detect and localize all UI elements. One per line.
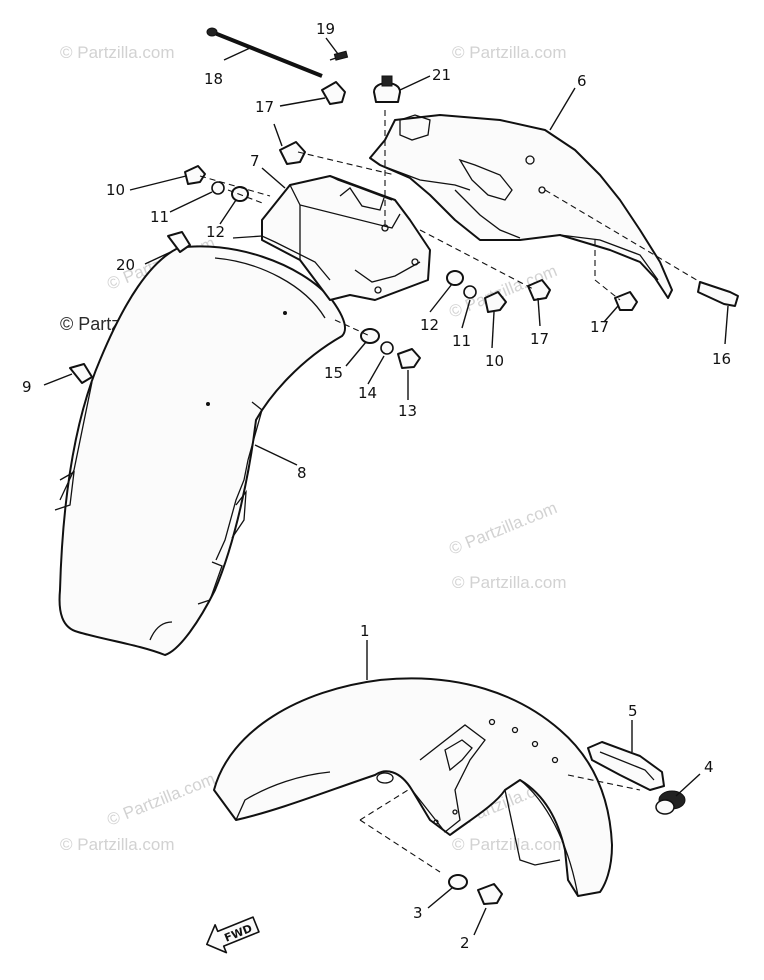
callout-12-right: 12 — [420, 316, 439, 334]
callout-21: 21 — [432, 66, 451, 84]
callout-3: 3 — [413, 904, 423, 922]
callout-8: 8 — [297, 464, 307, 482]
callout-2: 2 — [460, 934, 470, 952]
watermark: © Partzilla.com — [452, 573, 567, 592]
callout-15: 15 — [324, 364, 343, 382]
callout-16: 16 — [712, 350, 731, 368]
watermark: © Partzilla.com — [446, 498, 559, 559]
callout-13: 13 — [398, 402, 417, 420]
assembly-lines — [199, 110, 701, 873]
callout-7: 7 — [250, 152, 260, 170]
fender-emblem — [587, 741, 665, 791]
grommet — [655, 790, 686, 815]
callout-10-right: 10 — [485, 352, 504, 370]
rear-fender-cover — [369, 114, 673, 299]
callout-17-right: 17 — [590, 318, 609, 336]
callout-10-left: 10 — [106, 181, 125, 199]
watermark: © Partzilla.com — [60, 43, 175, 62]
callout-19: 19 — [316, 20, 335, 38]
callout-11-right: 11 — [452, 332, 471, 350]
hardware — [69, 27, 739, 905]
callout-1: 1 — [360, 622, 370, 640]
callout-20: 20 — [116, 256, 135, 274]
callout-17-mid: 17 — [530, 330, 549, 348]
watermark: © Partzilla.com — [452, 835, 567, 854]
fwd-label: FWD — [223, 922, 255, 945]
callout-12-left: 12 — [206, 223, 225, 241]
rear-fender — [54, 245, 346, 656]
callout-5: 5 — [628, 702, 638, 720]
callout-18: 18 — [204, 70, 223, 88]
watermark: © Partzilla.com — [104, 769, 217, 830]
callout-14: 14 — [358, 384, 377, 402]
callout-9: 9 — [22, 378, 32, 396]
callout-11-left: 11 — [150, 208, 169, 226]
leader-lines — [43, 37, 729, 936]
watermark: © Partzilla.com — [60, 835, 175, 854]
fwd-arrow: FWD — [206, 916, 260, 954]
callout-4: 4 — [704, 758, 714, 776]
callouts: 1 2 3 4 5 6 7 8 9 10 11 12 13 14 15 16 1… — [22, 20, 731, 952]
callout-6: 6 — [577, 72, 587, 90]
callout-17-top: 17 — [255, 98, 274, 116]
front-fender — [213, 677, 613, 897]
watermark: © Partzilla.com — [452, 43, 567, 62]
